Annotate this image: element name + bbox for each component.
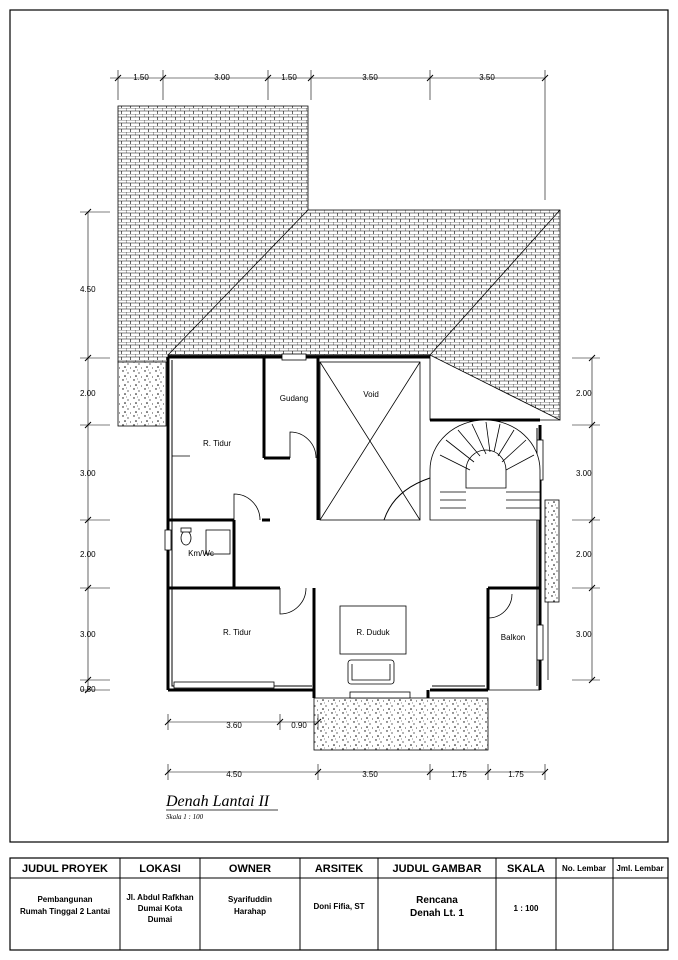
tb-proyek-line-1: Pembangunan — [37, 895, 92, 904]
dim-left-2: 2.00 — [80, 389, 96, 398]
tb-lokasi-line-3: Dumai — [148, 915, 172, 924]
drawing-title: Denah Lantai II — [165, 793, 270, 810]
dim-bottom-2: 3.50 — [362, 770, 378, 779]
drawing-scale: Skala 1 : 100 — [166, 813, 204, 821]
dim-top-4: 3.50 — [362, 73, 378, 82]
tb-header-lokasi: LOKASI — [139, 863, 181, 875]
room-balkon-label: Balkon — [501, 633, 525, 642]
gravel-bottom — [313, 697, 489, 751]
title-block-border — [9, 857, 669, 951]
dimension-labels: 1.50 3.00 1.50 3.50 3.50 4.50 2.00 3.00 … — [80, 73, 592, 779]
void-area — [319, 361, 421, 521]
dim-bottom-inner-1: 3.60 — [226, 721, 242, 730]
tb-gambar-line-1: Rencana — [416, 895, 458, 906]
dim-top-5: 3.50 — [479, 73, 495, 82]
tb-gambar-line-2: Denah Lt. 1 — [410, 908, 464, 919]
tb-header-jml-lembar: Jml. Lembar — [616, 864, 663, 873]
fixtures — [180, 527, 407, 685]
tb-skala-value: 1 : 100 — [514, 904, 539, 913]
dim-left-1: 4.50 — [80, 285, 96, 294]
windows — [164, 353, 544, 699]
dim-right-4: 3.00 — [576, 630, 592, 639]
gravel-right — [544, 499, 560, 603]
tb-owner-line-1: Syarifuddin — [228, 895, 272, 904]
dim-bottom-inner-2: 0.90 — [291, 721, 307, 730]
dim-right-3: 2.00 — [576, 550, 592, 559]
room-duduk-label: R. Duduk — [356, 628, 390, 637]
sheet-border — [9, 9, 669, 843]
room-kmwc-label: Km/Wc — [188, 549, 214, 558]
dim-left-3: 3.00 — [80, 469, 96, 478]
tb-header-no-lembar: No. Lembar — [562, 864, 606, 873]
gravel-left — [117, 361, 167, 427]
tb-header-proyek: JUDUL PROYEK — [22, 863, 108, 875]
dim-top-2: 3.00 — [214, 73, 230, 82]
room-gudang-label: Gudang — [280, 394, 308, 403]
title-block-grid — [10, 858, 668, 950]
tb-header-owner: OWNER — [229, 863, 271, 875]
tb-header-skala: SKALA — [507, 863, 545, 875]
tb-header-arsitek: ARSITEK — [315, 863, 363, 875]
dim-bottom-3: 1.75 — [451, 770, 467, 779]
walls — [166, 355, 542, 698]
tb-lokasi-line-1: Jl. Abdul Rafkhan — [126, 893, 193, 902]
dim-left-4: 2.00 — [80, 550, 96, 559]
tb-proyek-line-2: Rumah Tinggal 2 Lantai — [20, 907, 110, 916]
dim-left-6: 0.50 — [80, 685, 96, 694]
tb-lokasi-line-2: Dumai Kota — [138, 904, 183, 913]
room-void-label: Void — [363, 390, 379, 399]
balcony-railing — [480, 602, 549, 691]
tb-arsitek-value: Doni Fifia, ST — [313, 902, 364, 911]
doors — [172, 431, 513, 619]
dim-top-1: 1.50 — [133, 73, 149, 82]
dimension-ticks — [84, 74, 596, 776]
tb-owner-line-2: Harahap — [234, 907, 266, 916]
dim-bottom-4: 1.75 — [508, 770, 524, 779]
dim-right-1: 2.00 — [576, 389, 592, 398]
dim-left-5: 3.00 — [80, 630, 96, 639]
dim-top-3: 1.50 — [281, 73, 297, 82]
tb-header-gambar: JUDUL GAMBAR — [392, 863, 481, 875]
room-labels: Gudang Void R. Tidur Km/Wc R. Tidur R. D… — [188, 390, 525, 642]
room-tidur-2-label: R. Tidur — [223, 628, 251, 637]
dim-right-2: 3.00 — [576, 469, 592, 478]
stairs — [429, 419, 541, 521]
dim-bottom-1: 4.50 — [226, 770, 242, 779]
room-tidur-1-label: R. Tidur — [203, 439, 231, 448]
roof-tiles — [117, 105, 561, 421]
